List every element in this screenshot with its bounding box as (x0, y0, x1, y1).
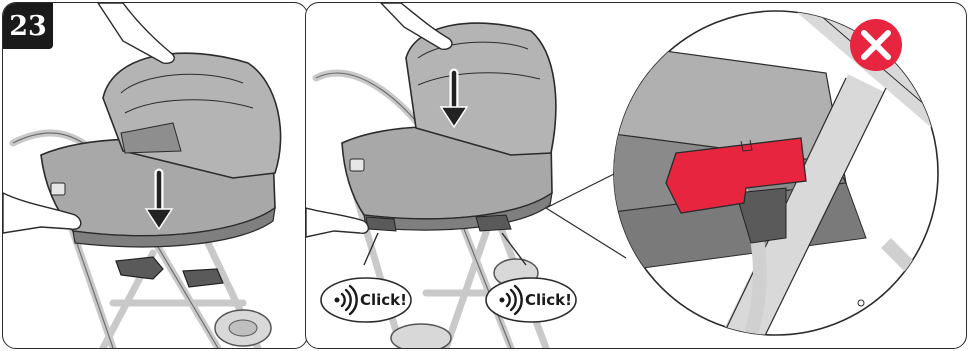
frame-adapter-right (183, 269, 223, 287)
click-label: Click! (360, 291, 407, 309)
frame-adapter-left (116, 257, 163, 279)
click-callout-1: Click! (321, 278, 411, 322)
step-number-badge: 23 (3, 3, 53, 49)
right-illustration: Click! Click! (306, 3, 967, 349)
illustration-panel-right: Click! Click! (305, 2, 967, 349)
illustration-panel-left: 23 (2, 2, 308, 349)
zoom-connector (546, 173, 616, 208)
hand-top (98, 3, 174, 63)
click-label: Click! (525, 291, 572, 309)
left-illustration (3, 3, 308, 349)
red-cross-icon (850, 19, 902, 71)
wheel (391, 324, 451, 349)
click-callout-2: Click! (486, 278, 576, 322)
